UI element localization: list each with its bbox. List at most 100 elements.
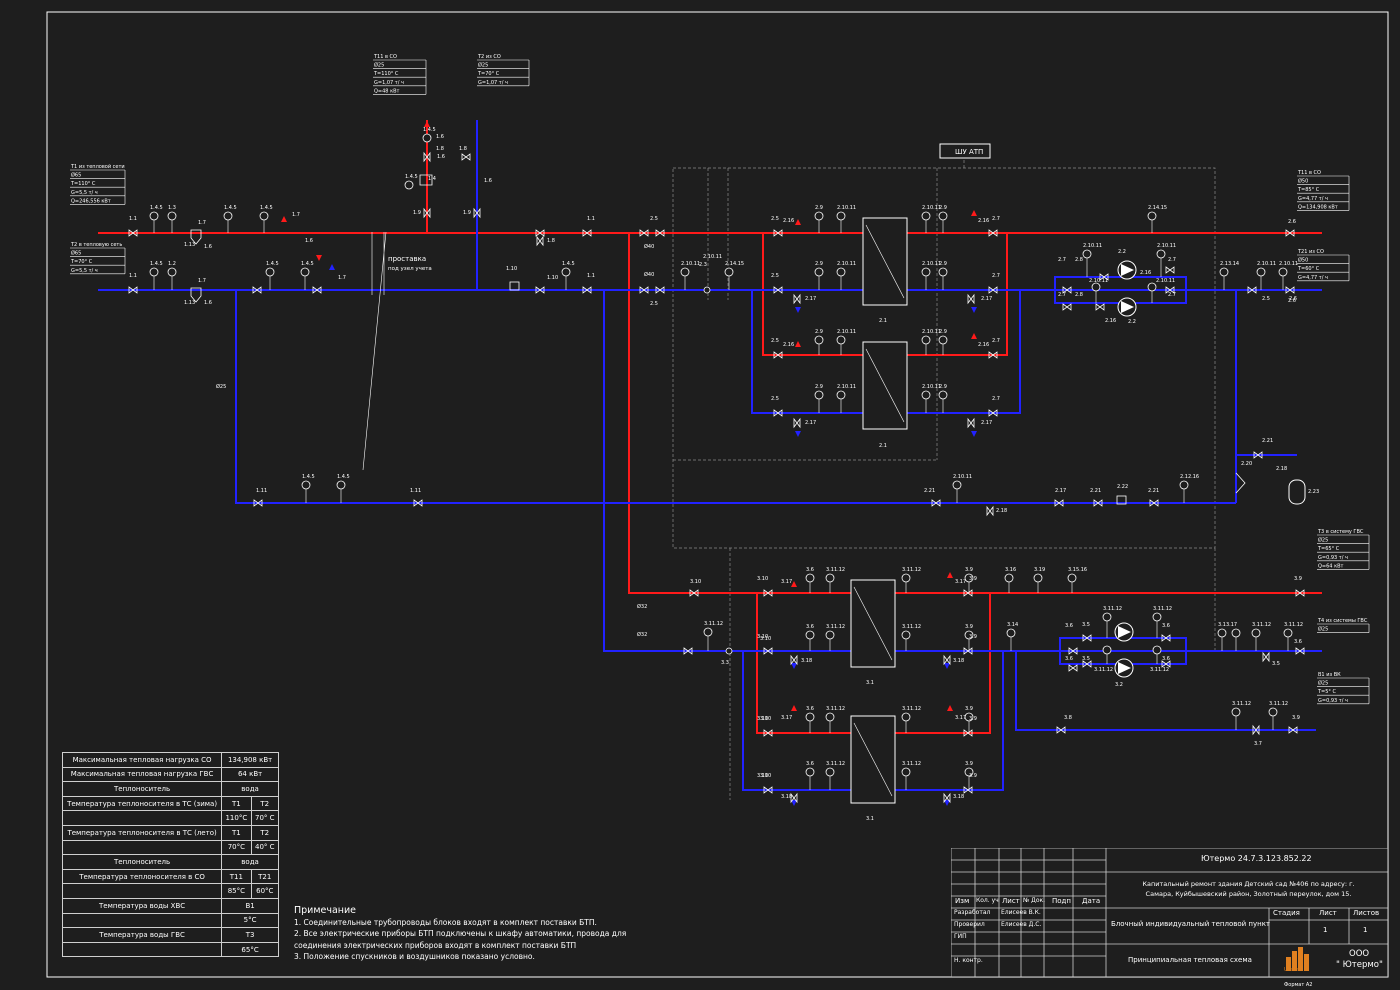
equipment-tag: 1.8 [547, 238, 555, 244]
valve-icon [988, 351, 998, 359]
equipment-tag: 3.17 [955, 579, 966, 585]
spec-cell: Температура воды ХВС [61, 897, 223, 914]
valve-icon [252, 286, 262, 294]
air-vent-icon [791, 705, 797, 711]
pressure-gauge-icon [1147, 282, 1157, 303]
pressure-gauge-icon: 3.11.12 [901, 567, 921, 593]
valve-icon [1165, 266, 1175, 274]
equipment-tag: 3.11.12 [1094, 667, 1113, 673]
valve-icon [253, 499, 263, 507]
pressure-gauge-icon: 3.11.12 [703, 621, 723, 651]
company-name: " Ютермо" [1336, 960, 1383, 970]
equipment-tag: 3.6 [1294, 639, 1302, 645]
callout-line: G=5,5 т/ ч [71, 190, 98, 196]
svg-text:3.19: 3.19 [1034, 567, 1045, 573]
svg-text:2.9: 2.9 [815, 384, 823, 390]
equipment-tag: 1.8 [436, 146, 444, 152]
valve-icon [683, 647, 693, 655]
svg-text:3.2: 3.2 [1115, 682, 1123, 688]
callout-line: Ø25 [478, 62, 488, 69]
equipment-tag: 2.6 [1289, 296, 1297, 302]
air-vent-icon [281, 216, 287, 222]
callout-line: G=1,07 т/ ч [478, 80, 508, 86]
note-item: 1. Соединительные трубопроводы блоков вх… [294, 917, 597, 927]
valve-icon [1262, 651, 1270, 663]
svg-text:2.9: 2.9 [939, 205, 947, 211]
automation-cabinet: ШУ АТП [939, 143, 991, 159]
svg-text:3.11.12: 3.11.12 [902, 761, 921, 767]
valve-icon [790, 654, 798, 666]
svg-text:3.11.12: 3.11.12 [1284, 622, 1303, 628]
svg-text:1.4.5: 1.4.5 [301, 261, 314, 267]
spec-cell: Температура теплоносителя в ТС (зима) [61, 795, 223, 812]
callout-line: Ø65 [71, 250, 81, 257]
equipment-tag: 3.5 [1082, 656, 1090, 662]
valve-icon [790, 792, 798, 804]
air-vent-icon [947, 572, 953, 578]
equipment-tag: 2.17 [805, 420, 816, 426]
diameter-tag: Ø40 [644, 243, 654, 250]
svg-text:3.11.12: 3.11.12 [826, 624, 845, 630]
valve-icon [988, 409, 998, 417]
svg-text:3.1: 3.1 [866, 680, 874, 686]
valve-icon [773, 409, 783, 417]
pressure-gauge-icon: 2.10.11 [836, 261, 856, 290]
valve-icon [1295, 589, 1305, 597]
svg-text:3.6: 3.6 [806, 567, 814, 573]
stamp-stage-header: Стадия [1273, 909, 1300, 917]
equipment-tag: 1.13 [184, 300, 195, 306]
drain-icon [791, 663, 797, 669]
equipment-tag: 1.6 [437, 154, 445, 160]
diameter-tag: Ø32 [637, 603, 647, 610]
drain-icon [791, 800, 797, 806]
stamp-header: № Док. [1023, 897, 1046, 904]
equipment-tag: 1.6 [204, 244, 212, 250]
valve-icon [763, 729, 773, 737]
spec-cell: 85°С [221, 883, 252, 899]
pressure-gauge-icon: 2.10.11 [836, 384, 856, 413]
valve-icon [582, 229, 592, 237]
equipment-tag: 2.7 [1168, 292, 1176, 298]
air-vent-icon [971, 210, 977, 216]
pressure-gauge-icon: 3.6 [805, 761, 815, 790]
pressure-gauge-icon: 2.10.11 [921, 205, 941, 233]
svg-text:1.4.5: 1.4.5 [562, 261, 575, 267]
drain-icon [944, 800, 950, 806]
spec-cell: Температура воды ГВС [61, 927, 223, 943]
drain-icon [795, 431, 801, 437]
valve-icon [639, 286, 649, 294]
equipment-tag: 3.9 [969, 716, 977, 722]
callout-line: Q=48 кВт [374, 88, 400, 94]
drain-icon [795, 307, 801, 313]
svg-text:2.9: 2.9 [815, 205, 823, 211]
equipment-tag: 3.10 [757, 576, 768, 582]
equipment-tag: 3.8 [1064, 715, 1072, 721]
callout-line: Т=65° С [1317, 546, 1340, 552]
callout-line: Т=110° С [373, 71, 399, 77]
spec-cell [61, 839, 223, 856]
spec-cell [61, 810, 223, 826]
pressure-gauge-icon: 2.10.11 [1082, 243, 1102, 277]
callout-line: Т11 в СО [373, 54, 397, 60]
equipment-tag: 2.5 [771, 396, 779, 402]
equipment-tag: 3.9 [969, 634, 977, 640]
pressure-gauge-icon: 1.4.5 [422, 127, 436, 143]
pressure-gauge-icon: 2.9 [814, 329, 824, 355]
callout-line: Т=60° С [1297, 266, 1320, 272]
spec-cell: В1 [221, 897, 279, 914]
svg-text:3.16: 3.16 [1005, 567, 1016, 573]
valve-icon [963, 589, 973, 597]
valve-icon [1285, 286, 1295, 294]
stamp-header: Изм [955, 897, 970, 905]
diameter-tag: Ø40 [644, 271, 654, 278]
svg-text:2.10.11: 2.10.11 [922, 205, 941, 211]
callout-line: Т3 в систему ГВС [1317, 529, 1364, 535]
